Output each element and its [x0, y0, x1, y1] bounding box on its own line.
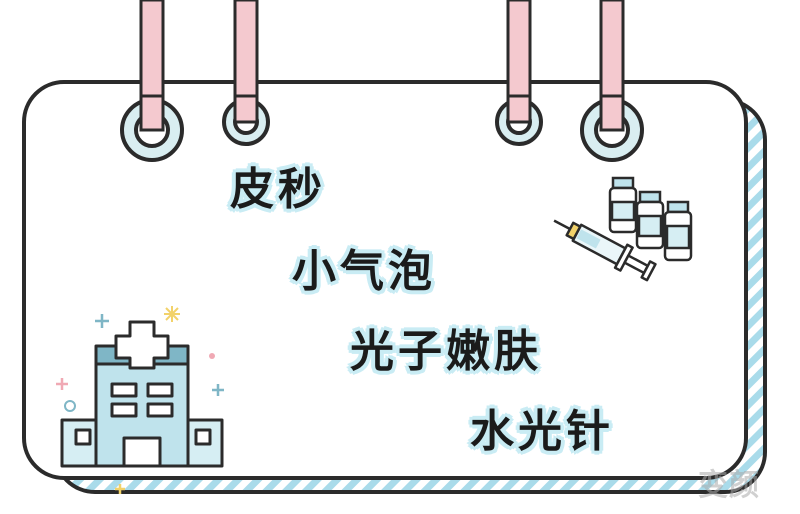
syringe-icon: [553, 219, 657, 282]
vial-icon: [635, 190, 665, 250]
watermark-logo: 变颜: [698, 468, 760, 503]
dot-icon: [209, 353, 215, 359]
word-water-light-injection: 水光针: [470, 406, 614, 457]
vial-icon: [608, 176, 638, 234]
dot-icon: [64, 400, 76, 412]
front-card: [22, 80, 748, 480]
word-small-bubble: 小气泡: [292, 246, 436, 297]
plus-icon: [56, 314, 224, 494]
sparkle-icon: [164, 306, 180, 322]
binder-rings: [120, 94, 644, 162]
word-picosecond: 皮秒: [230, 164, 326, 215]
word-photorejuvenation: 光子嫩肤: [350, 326, 542, 377]
hospital-icon: [60, 320, 224, 468]
vial-icon: [663, 200, 693, 262]
